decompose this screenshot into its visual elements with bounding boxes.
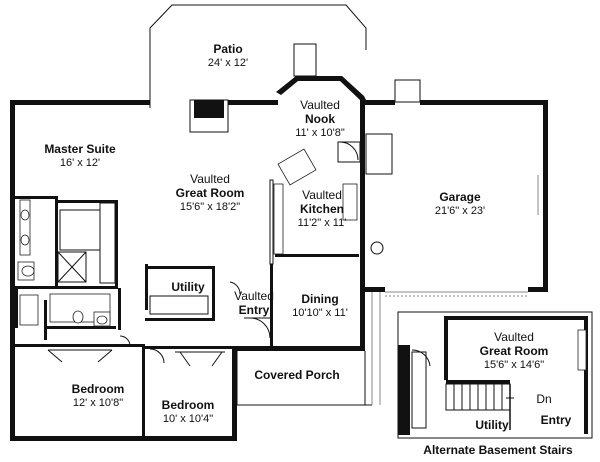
bedroom1-title: Bedroom [71,382,125,396]
master-suite-dims: 16' x 12' [59,157,101,169]
nook-title: Nook [305,112,335,126]
dining-label: Dining 10'10" x 11' [280,292,360,320]
covered-porch-title: Covered Porch [254,368,340,382]
entry-label: Vaulted Entry [226,289,282,317]
nook-bay-window [276,43,366,100]
inset-caption-text: Alternate Basement Stairs [423,443,573,457]
great-room-title: Great Room [175,186,245,200]
fireplace [189,99,229,133]
inset-entry-title: Entry [540,413,572,427]
garage-label: Garage 21'6" x 23' [420,190,500,218]
garage-walls [365,79,548,297]
inset-great-room-label: Vaulted Great Room 15'6" x 14'6" [464,330,564,372]
patio-outline [149,4,367,108]
dining-title: Dining [301,292,339,306]
nook-prefix: Vaulted [300,98,340,112]
kitchen-title: Kitchen [299,202,344,216]
garage-dims: 21'6" x 23' [434,205,486,217]
bedroom1-dims: 12' x 10'8" [72,397,124,409]
bedroom1-label: Bedroom 12' x 10'8" [48,382,148,410]
great-room-label: Vaulted Great Room 15'6" x 18'2" [165,172,255,214]
inset-stairs-down: Dn [536,392,552,406]
kitchen-label: Vaulted Kitchen 11'2" x 11' [292,188,352,230]
inset-caption: Alternate Basement Stairs [400,443,596,457]
bedroom2-label: Bedroom 10' x 10'4" [146,398,230,426]
entry-title: Entry [238,303,270,317]
patio-dims: 24' x 12' [207,57,249,69]
covered-porch-label: Covered Porch [242,368,352,382]
nook-dims: 11' x 10'8" [295,127,345,139]
inset-utility-title: Utility [475,418,509,432]
exterior-walls [10,100,365,441]
inset-entry-label: Entry [536,413,576,427]
bedroom2-dims: 10' x 10'4" [162,413,214,425]
dining-dims: 10'10" x 11' [292,307,348,319]
master-suite-walls [15,196,118,289]
great-room-dims: 15'6" x 18'2" [179,201,241,213]
inset-great-room-title: Great Room [479,344,549,358]
inset-frame [397,311,593,439]
utility-label: Utility [160,280,216,294]
utility-title: Utility [171,280,205,294]
kitchen-dims: 11'2" x 11' [297,217,347,229]
kitchen-prefix: Vaulted [302,188,342,202]
inset-utility-label: Utility [468,418,516,432]
master-suite-title: Master Suite [44,142,116,156]
central-walls [145,141,361,348]
nook-label: Vaulted Nook 11' x 10'8" [280,98,360,140]
great-room-prefix: Vaulted [190,172,230,186]
inset-great-room-dims: 15'6" x 14'6" [483,359,545,371]
patio-title: Patio [213,42,243,56]
bedroom-walls [15,288,235,439]
entry-prefix: Vaulted [234,289,274,303]
garage-title: Garage [439,190,481,204]
bedroom2-title: Bedroom [161,398,215,412]
covered-porch-outline [236,292,381,406]
inset-stairs-label: Dn [532,392,556,406]
inset-great-room-prefix: Vaulted [494,330,534,344]
master-suite-label: Master Suite 16' x 12' [30,142,130,170]
patio-label: Patio 24' x 12' [193,42,263,70]
